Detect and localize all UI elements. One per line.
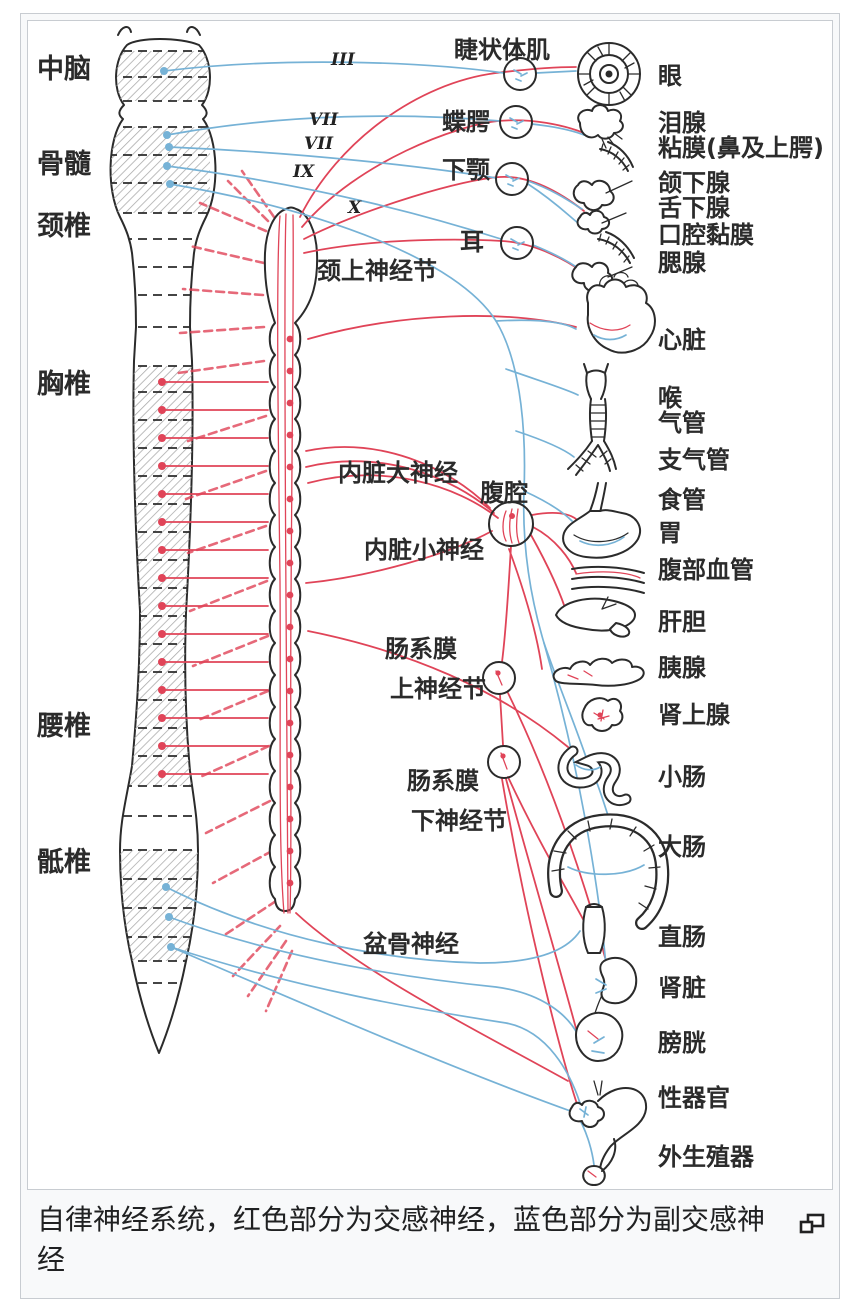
- inferior-mesenteric-ganglion-circle: [487, 745, 521, 779]
- oral-mucosa-sketch: [597, 231, 635, 264]
- organ-label-oral-mucosa: 口腔黏膜: [658, 221, 754, 249]
- label-sphenopalatine: 蝶腭: [442, 108, 490, 136]
- organ-label-rectum: 直肠: [658, 923, 706, 951]
- sublingual-gland-sketch: [576, 209, 627, 235]
- organ-label-bladder: 膀胱: [657, 1029, 706, 1057]
- organ-label-sex-organ: 性器官: [658, 1084, 730, 1112]
- abdominal-vessels-sketch: [571, 565, 645, 594]
- label-celiac: 腹腔: [480, 479, 528, 507]
- label-ciliary-muscle: 睫状体肌: [454, 36, 550, 64]
- organ-label-pancreas: 胰腺: [658, 654, 707, 682]
- sympathetic-pathways: [295, 66, 607, 1114]
- organ-label-bronchi: 支气管: [658, 446, 730, 474]
- pancreas-sketch: [552, 657, 645, 687]
- larynx-trachea-bronchi-sketch: [567, 363, 617, 476]
- chain-fibers: [277, 213, 294, 914]
- organ-label-eye: 眼: [658, 62, 682, 90]
- organ-label-external-genitalia: 外生殖器: [658, 1143, 755, 1171]
- label-pelvic-nerve: 盆骨神经: [363, 930, 459, 958]
- submandibular-ganglion-circle: [495, 162, 529, 196]
- label-greater-splanchnic: 内脏大神经: [338, 459, 458, 487]
- chain-ganglion-dots: [286, 335, 294, 887]
- kidney-sketch: [590, 956, 638, 1042]
- parasympathetic-pathways: [163, 61, 613, 1166]
- rectum-sketch: [582, 903, 606, 954]
- organ-label-stomach: 胃: [658, 519, 682, 547]
- large-intestine-sketch: [547, 813, 670, 930]
- organ-label-esophagus: 食管: [658, 486, 706, 514]
- label-thoracic: 胸椎: [37, 369, 91, 400]
- diagram-labels: 中脑 骨髓 颈椎 胸椎 腰椎 骶椎 III VII VII IX X 睫状体肌 …: [36, 36, 824, 1171]
- label-sacral: 骶椎: [37, 847, 91, 878]
- sphenopalatine-ganglion-circle: [499, 105, 533, 139]
- organ-label-large-intestine: 大肠: [658, 833, 706, 861]
- otic-ganglion-circle: [500, 226, 534, 260]
- organ-label-adrenal: 肾上腺: [658, 701, 731, 729]
- figure-frame: 中脑 骨髓 颈椎 胸椎 腰椎 骶椎 III VII VII IX X 睫状体肌 …: [20, 13, 840, 1299]
- submandibular-gland-sketch: [572, 179, 633, 211]
- numeral-iii: III: [330, 50, 356, 70]
- autonomic-nervous-system-diagram[interactable]: 中脑 骨髓 颈椎 胸椎 腰椎 骶椎 III VII VII IX X 睫状体肌 …: [27, 20, 833, 1190]
- label-lumbar: 腰椎: [36, 711, 91, 742]
- organ-label-larynx: 喉: [658, 384, 683, 412]
- label-lower-jaw: 下颚: [442, 156, 490, 184]
- label-sup-mesenteric-2: 上神经节: [390, 675, 486, 703]
- label-superior-cervical-ganglion: 颈上神经节: [317, 257, 437, 285]
- label-medulla: 骨髓: [37, 149, 92, 180]
- label-sup-mesenteric-1: 肠系膜: [385, 635, 457, 663]
- label-inf-mesenteric-2: 下神经节: [411, 807, 507, 835]
- heart-sketch: [586, 271, 656, 354]
- sympathetic-origin-dots: [158, 378, 269, 778]
- numeral-vii-a: VII: [309, 110, 339, 130]
- organ-label-submandibular-gland: 颌下腺: [658, 169, 731, 197]
- label-lesser-splanchnic: 内脏小神经: [364, 536, 484, 564]
- organ-label-parotid-gland: 腮腺: [657, 249, 707, 277]
- organ-label-lacrimal-gland: 泪腺: [658, 109, 707, 137]
- sympathetic-dashed-rays: [176, 169, 294, 1013]
- ciliary-ganglion-circle: [503, 57, 537, 91]
- figure-caption: 自律神经系统，红色部分为交感神经，蓝色部分为副交感神经: [37, 1204, 766, 1275]
- numeral-x: X: [347, 198, 362, 218]
- organ-label-sublingual-gland: 舌下腺: [658, 194, 731, 222]
- bladder-sketch: [575, 1011, 624, 1096]
- caption-area: 自律神经系统，红色部分为交感神经，蓝色部分为副交感神经: [27, 1190, 833, 1292]
- label-midbrain: 中脑: [37, 54, 91, 85]
- label-cervical: 颈椎: [37, 211, 91, 242]
- eye-sketch: [577, 42, 641, 106]
- organ-label-trachea: 气管: [657, 409, 706, 437]
- organ-label-heart: 心脏: [658, 326, 706, 354]
- organ-label-kidney: 肾脏: [658, 974, 706, 1002]
- numeral-vii-b: VII: [304, 134, 334, 154]
- celiac-ganglion-circle: [488, 501, 534, 547]
- numeral-ix: IX: [292, 162, 315, 182]
- adrenal-gland-sketch: [581, 697, 624, 732]
- diagram-svg: 中脑 骨髓 颈椎 胸椎 腰椎 骶椎 III VII VII IX X 睫状体肌 …: [36, 26, 824, 1186]
- spinal-cord: [109, 26, 269, 1054]
- external-genitalia-sketch: [582, 1138, 617, 1186]
- media-viewer-icon[interactable]: [799, 1206, 825, 1234]
- ganglion-circles: [482, 57, 537, 779]
- label-ear: 耳: [460, 228, 484, 256]
- organ-label-liver-gallbladder: 肝胆: [658, 608, 706, 636]
- organ-label-abdominal-vessels: 腹部血管: [658, 556, 754, 584]
- nasal-mucosa-sketch: [599, 141, 634, 172]
- cord-horns: [117, 26, 201, 36]
- liver-gallbladder-sketch: [555, 596, 636, 638]
- organ-label-mucosa: 粘膜(鼻及上腭): [658, 134, 824, 162]
- label-inf-mesenteric-1: 肠系膜: [407, 767, 479, 795]
- sympathetic-chain: [176, 169, 319, 1013]
- organ-sketches: [547, 42, 670, 1186]
- superior-mesenteric-ganglion-circle: [482, 661, 516, 695]
- sex-organ-sketch: [568, 1086, 648, 1172]
- organ-label-small-intestine: 小肠: [658, 763, 706, 791]
- lacrimal-gland-sketch: [577, 104, 624, 149]
- small-intestine-sketch: [557, 745, 632, 806]
- esophagus-stomach-sketch: [562, 482, 641, 559]
